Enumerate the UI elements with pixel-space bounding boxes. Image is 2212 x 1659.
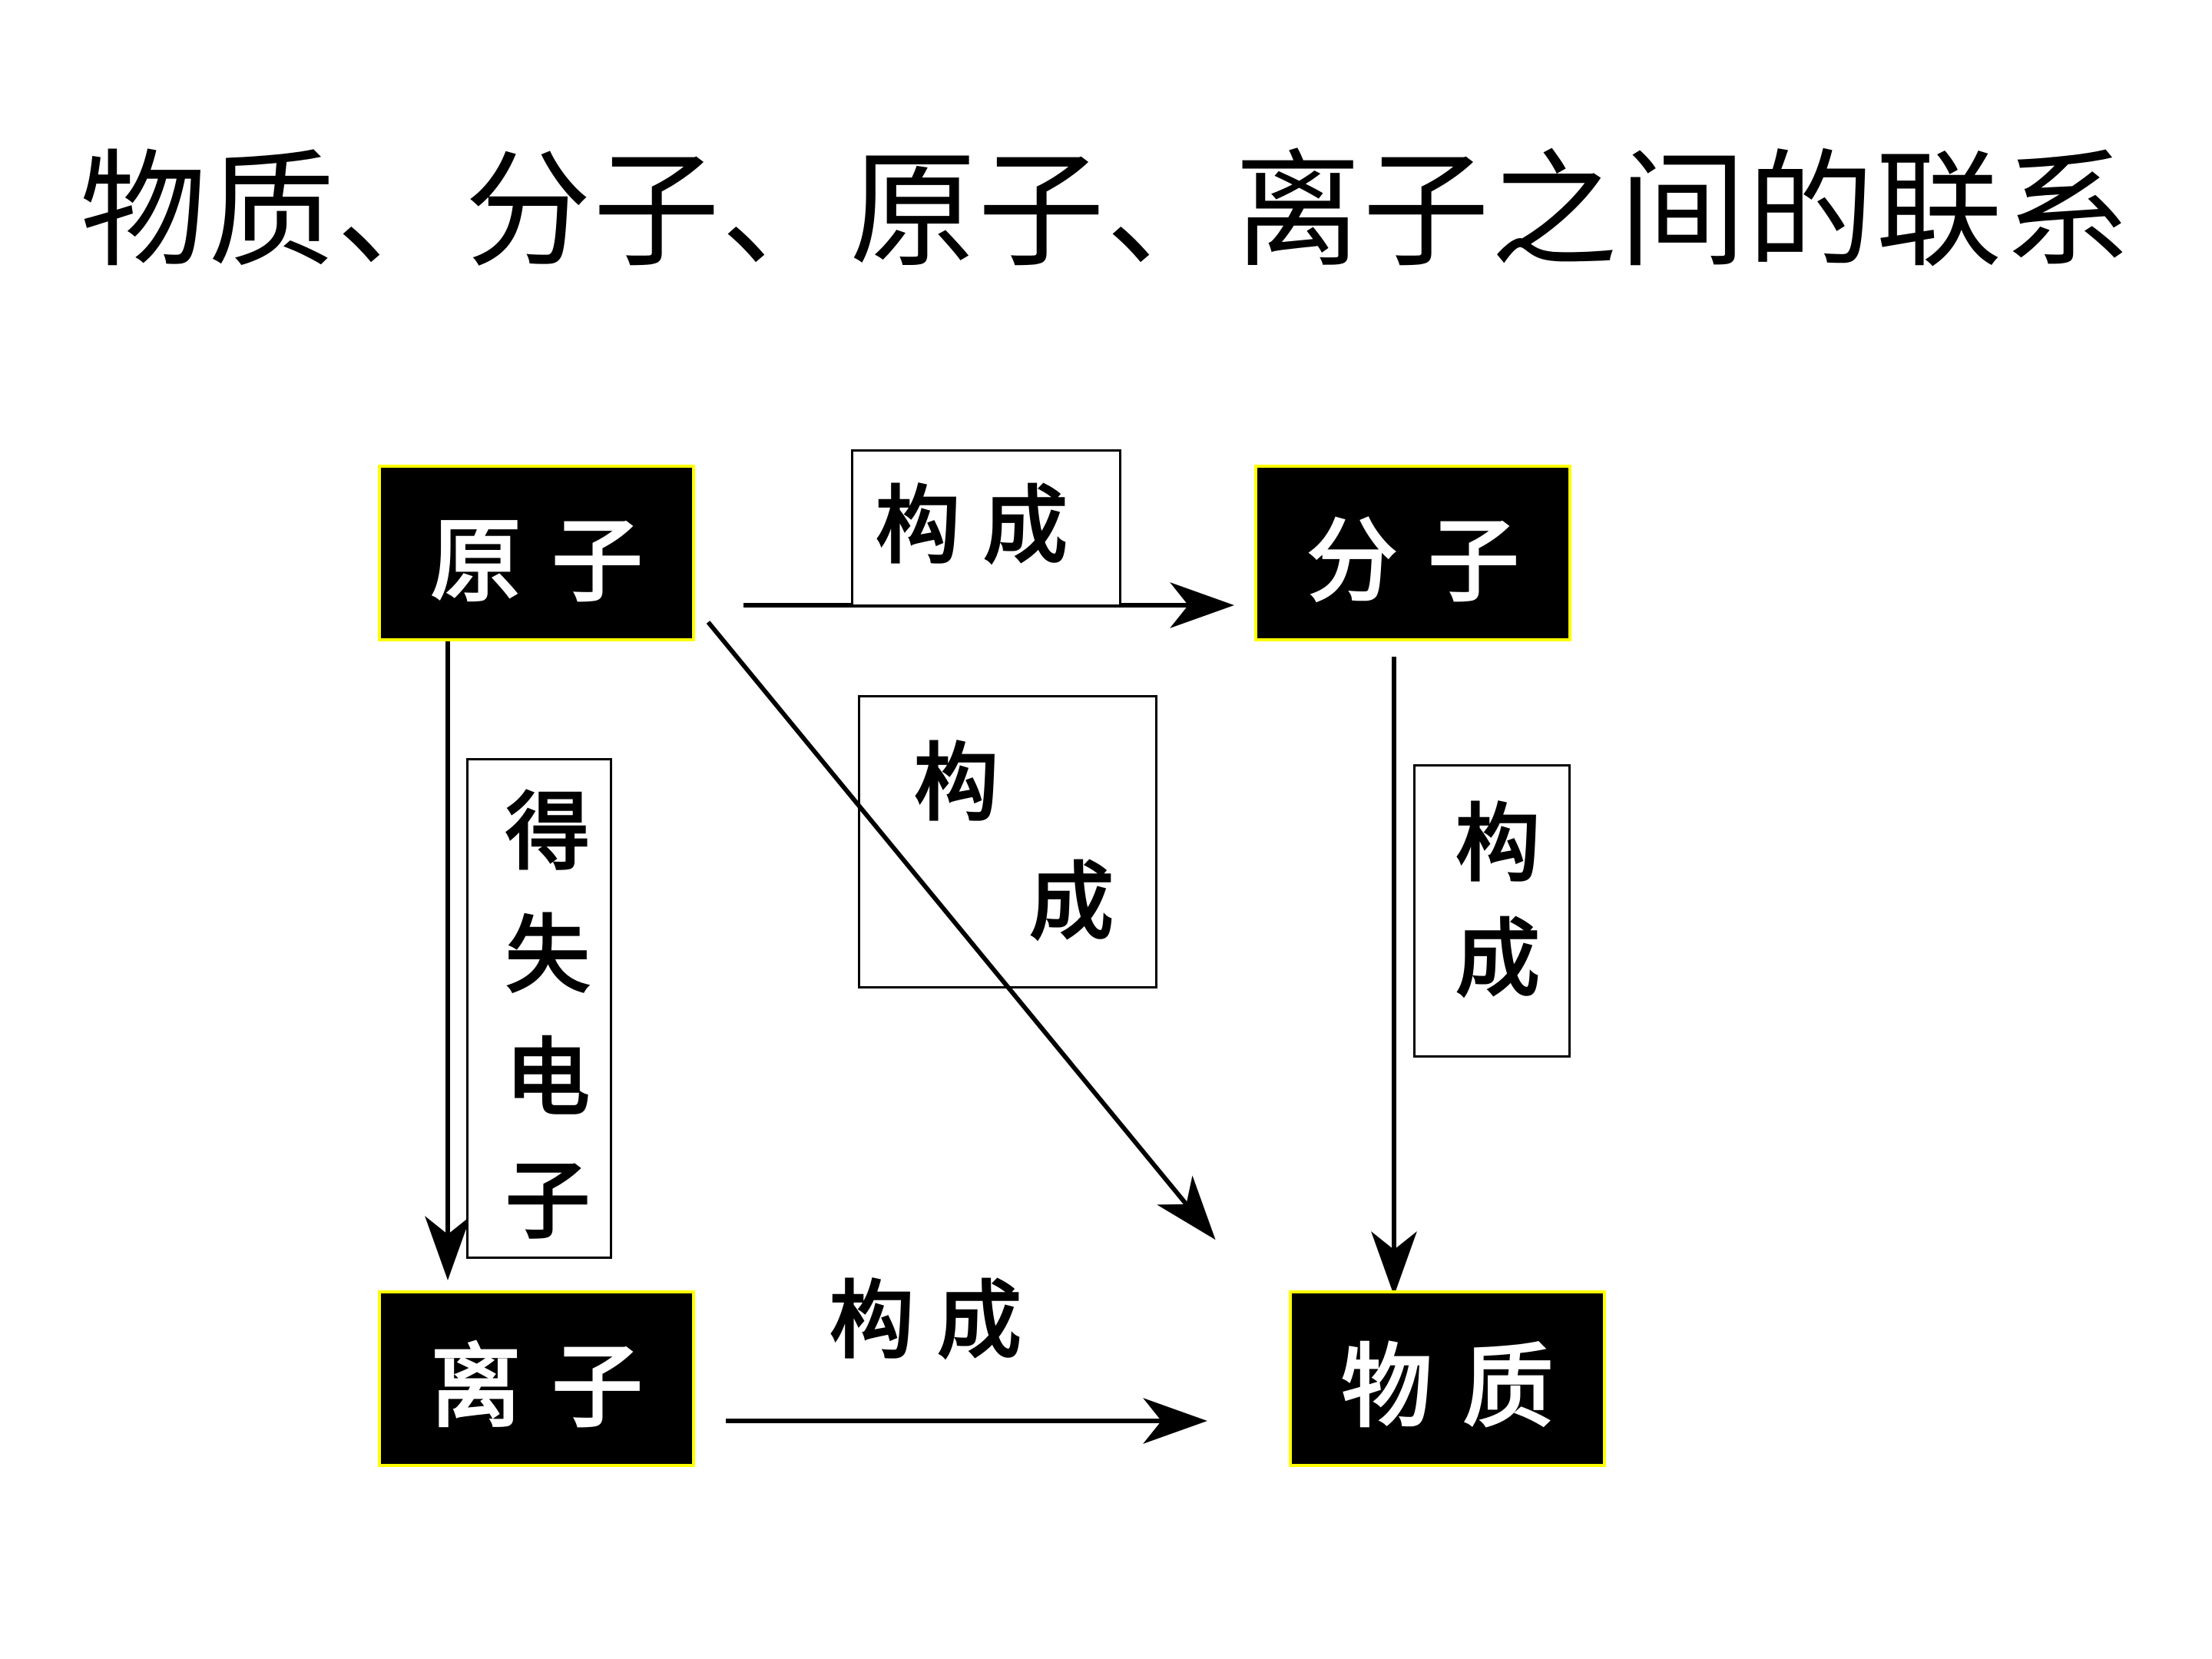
edge-label-atom-to-matter-top: 构 <box>914 733 998 833</box>
arrow-atom-to-matter <box>706 621 1216 1240</box>
node-atom-label: 原子 <box>430 507 674 614</box>
edge-label-box-molecule-to-matter <box>1413 764 1571 1058</box>
node-matter: 物质 <box>1289 1290 1606 1467</box>
edge-label-box-atom-to-matter <box>858 695 1157 988</box>
node-matter-label: 物质 <box>1341 1333 1584 1440</box>
node-atom: 原子 <box>378 465 695 641</box>
edge-label-box-atom-to-molecule <box>851 449 1121 607</box>
edge-label-ion-to-matter: 构成 <box>830 1271 1045 1370</box>
edge-label-atom-to-ion: 得失电子 <box>491 787 590 1279</box>
edge-label-box-atom-to-ion <box>466 758 612 1259</box>
edge-label-atom-to-molecule: 构成 <box>876 476 1091 575</box>
page-title: 物质、分子、原子、离子之间的联系 <box>80 137 2132 285</box>
node-molecule-label: 分子 <box>1306 507 1550 614</box>
node-ion-label: 离子 <box>430 1333 674 1440</box>
edge-label-molecule-to-matter: 构成 <box>1441 799 1540 1029</box>
node-ion: 离子 <box>378 1290 695 1467</box>
node-molecule: 分子 <box>1254 465 1571 641</box>
edge-label-atom-to-matter-bottom: 成 <box>1029 853 1114 952</box>
